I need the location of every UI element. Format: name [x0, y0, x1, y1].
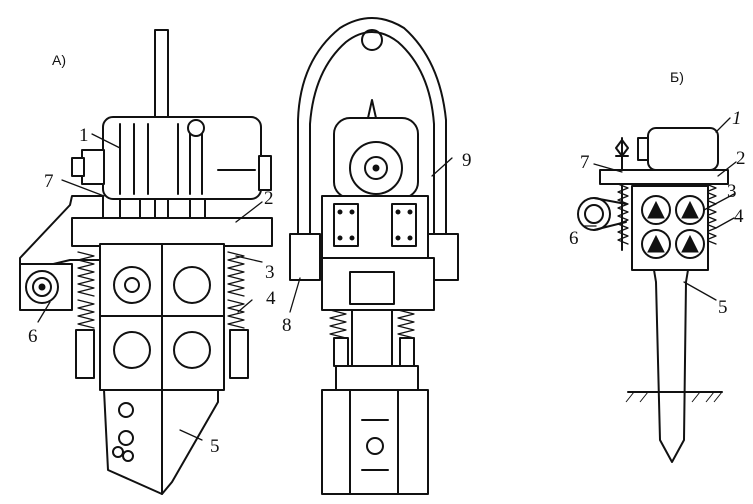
callout-a-2: 2: [264, 188, 274, 209]
callout-b-1: 1: [732, 108, 742, 129]
tamping-tool-b: [653, 269, 689, 463]
callout-side-8: 8: [282, 315, 292, 336]
front-view: [19, 29, 273, 495]
labels: А) Б) 1 2 3 4 5 6 7 8 9 1 2 3 4 5 6 7: [28, 52, 746, 457]
panel-label-a: А): [52, 52, 66, 68]
callout-b-7: 7: [580, 152, 590, 173]
callout-b-3: 3: [727, 181, 737, 202]
schematic-view: [577, 117, 737, 463]
panel-label-b: Б): [670, 69, 684, 85]
callout-b-6: 6: [569, 228, 579, 249]
tamping-tool: [103, 389, 219, 495]
eccentric-shafts: [99, 243, 225, 391]
springs: [77, 251, 245, 329]
callout-b-5: 5: [718, 297, 728, 318]
callout-side-9: 9: [462, 150, 472, 171]
callout-a-6: 6: [28, 326, 38, 347]
callout-b-2: 2: [736, 148, 746, 169]
callout-a-7: 7: [44, 171, 54, 192]
callout-a-3: 3: [265, 262, 275, 283]
lifting-frame: [297, 17, 447, 249]
motor: [71, 116, 272, 200]
drive-pulley: [19, 263, 73, 311]
callout-b-4: 4: [734, 206, 744, 227]
callout-a-5: 5: [210, 436, 220, 457]
side-view: [289, 17, 459, 495]
callout-a-1: 1: [79, 125, 89, 146]
cross-plate: [71, 217, 273, 247]
callout-a-4: 4: [266, 288, 276, 309]
